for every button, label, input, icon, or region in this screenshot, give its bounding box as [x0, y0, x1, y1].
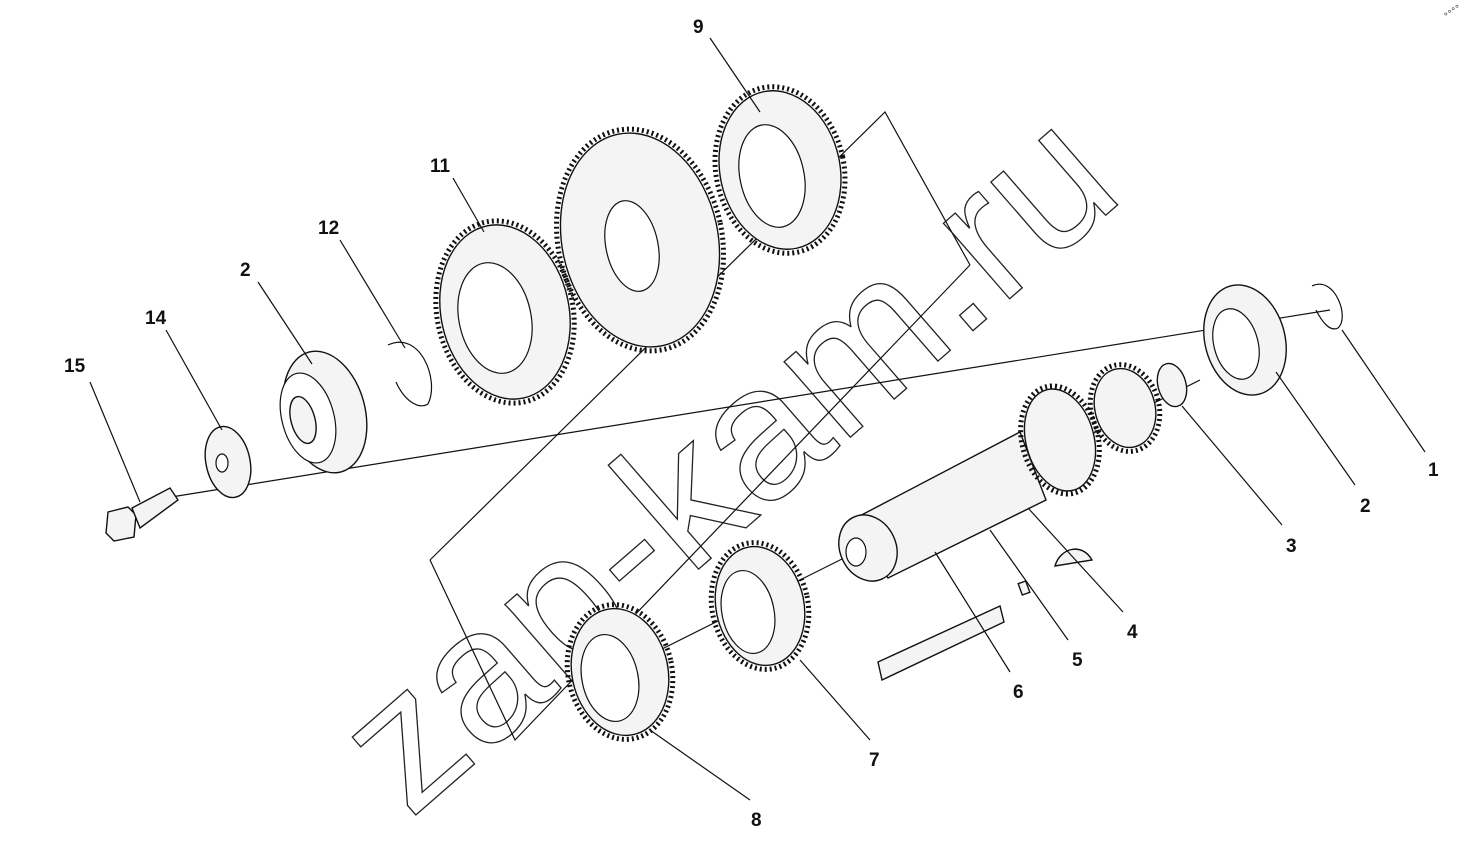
gear-large-part	[553, 126, 727, 354]
bolt-part	[105, 487, 179, 542]
leader-5	[989, 529, 1069, 641]
callout-7: 7	[869, 750, 880, 771]
gear-9-part	[712, 84, 848, 256]
callout-15: 15	[64, 356, 86, 377]
callout-1: 1	[1428, 460, 1439, 481]
callout-11: 11	[430, 156, 451, 177]
washer-part	[204, 425, 252, 499]
leader-7	[799, 659, 871, 741]
gear-7-part	[708, 540, 812, 672]
leader-2-left	[257, 281, 313, 365]
leader-3	[1181, 405, 1283, 526]
gear-11-part	[433, 218, 577, 406]
frame-bracket-bottom	[429, 264, 971, 742]
callout-14: 14	[145, 308, 167, 329]
leader-4	[1027, 507, 1124, 613]
snap-ring-right-part	[1311, 283, 1343, 330]
leader-8	[649, 729, 751, 801]
leader-9	[709, 37, 761, 113]
frame-bracket-left	[429, 111, 971, 561]
callout-2-left: 2	[240, 260, 251, 281]
upper-axis-line	[164, 309, 1331, 499]
callout-3: 3	[1286, 536, 1297, 557]
callout-6: 6	[1013, 682, 1024, 703]
leader-1	[1341, 329, 1426, 453]
leader-14	[165, 329, 223, 431]
bearing-left-part	[279, 350, 368, 474]
leader-2-right	[1275, 371, 1356, 486]
leader-15	[89, 381, 141, 503]
leader-11	[452, 177, 485, 233]
callout-4: 4	[1127, 622, 1138, 643]
callout-5: 5	[1072, 650, 1083, 671]
gear-8-part	[564, 602, 676, 742]
callout-8: 8	[751, 810, 762, 831]
callout-12: 12	[318, 218, 339, 239]
corner-mark: °°°°	[1443, 4, 1463, 23]
callout-2-right: 2	[1360, 496, 1371, 517]
shaft-part	[838, 362, 1188, 582]
snap-ring-left-part	[387, 341, 433, 407]
key-bar-part	[877, 605, 1005, 682]
pin-part	[1017, 580, 1031, 596]
leader-6	[934, 551, 1011, 673]
callout-9: 9	[693, 17, 704, 38]
bearing-right-part	[1203, 284, 1287, 396]
leader-12	[339, 239, 406, 349]
